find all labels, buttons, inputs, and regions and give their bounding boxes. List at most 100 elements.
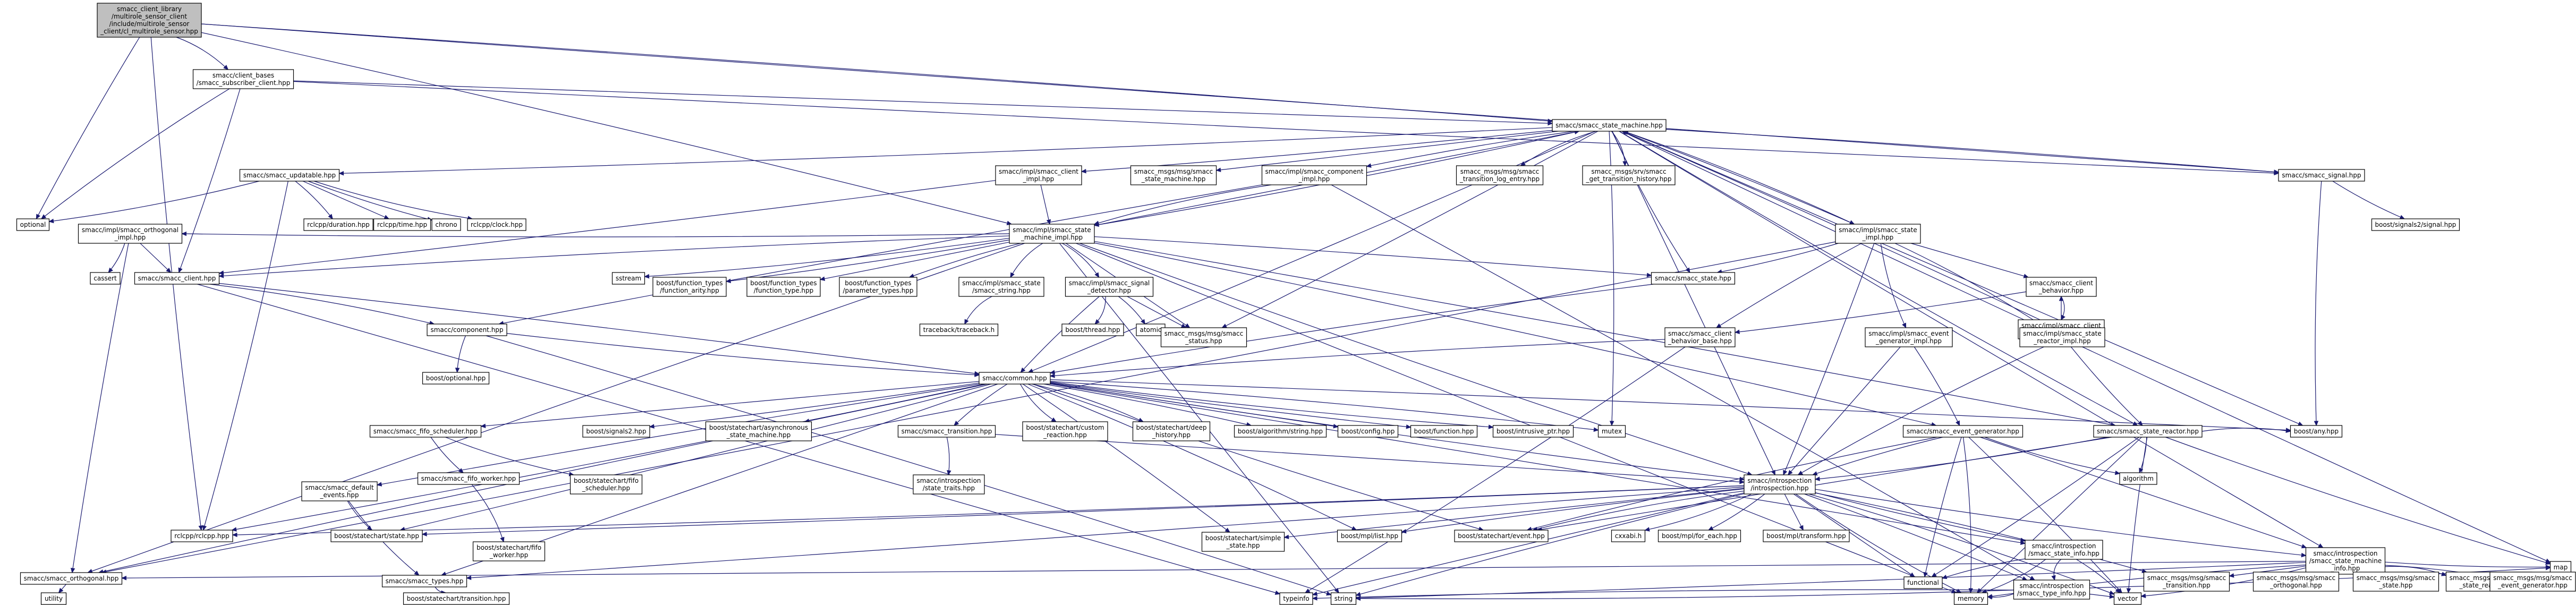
node-label: boost/optional.hpp <box>426 374 486 382</box>
edge-state-machine-to-client-impl <box>1081 130 1553 172</box>
node-boost-function[interactable]: boost/function.hpp <box>1410 425 1478 438</box>
node-event-generator-impl[interactable]: smacc/impl/smacc_event_generator_impl.hp… <box>1865 327 1953 347</box>
node-cassert[interactable]: cassert <box>90 272 121 285</box>
node-client-behavior[interactable]: smacc/smacc_client_behavior.hpp <box>2026 277 2097 297</box>
node-mutex[interactable]: mutex <box>1597 425 1626 438</box>
node-simple-state[interactable]: boost/statechart/simple_state.hpp <box>1201 532 1285 552</box>
node-traceback-ts[interactable]: traceback/traceback.h <box>919 323 999 336</box>
node-deep-history[interactable]: boost/statechart/deep_history.hpp <box>1132 421 1211 441</box>
node-functional[interactable]: functional <box>1903 576 1943 589</box>
node-msg-transition-log[interactable]: smacc_msgs/msg/smacc_transition_log_entr… <box>1456 165 1544 185</box>
node-subscriber-client[interactable]: smacc/client_bases/smacc_subscriber_clie… <box>192 69 294 89</box>
node-smacc-orthogonal[interactable]: smacc/smacc_orthogonal.hpp <box>20 572 123 585</box>
node-state-reactor[interactable]: smacc/smacc_state_reactor.hpp <box>2093 425 2203 438</box>
node-mpl-list[interactable]: boost/mpl/list.hpp <box>1337 530 1402 542</box>
node-msg-state-machine[interactable]: smacc_msgs/msg/smacc_state_machine.hpp <box>1130 165 1217 185</box>
node-statechart-state[interactable]: boost/statechart/state.hpp <box>330 530 423 542</box>
node-smacc-client[interactable]: smacc/smacc_client.hpp <box>134 272 220 285</box>
node-rclcpp-clock[interactable]: rclcpp/clock.hpp <box>467 218 526 231</box>
node-component[interactable]: smacc/component.hpp <box>427 323 507 336</box>
node-root[interactable]: smacc_client_library/multirole_sensor_cl… <box>97 3 202 38</box>
node-updatable[interactable]: smacc/smacc_updatable.hpp <box>239 169 340 182</box>
node-state-reactor-impl[interactable]: smacc/impl/smacc_state_reactor_impl.hpp <box>2019 327 2105 347</box>
node-async-sm[interactable]: boost/statechart/asynchronous_state_mach… <box>705 421 812 441</box>
node-box <box>705 421 812 441</box>
dependency-edges <box>36 23 2551 601</box>
node-statechart-transition[interactable]: boost/statechart/transition.hpp <box>403 592 510 605</box>
edge-subscriber-client-to-state-machine <box>293 80 1553 124</box>
node-boost-optional[interactable]: boost/optional.hpp <box>422 372 490 385</box>
node-algorithm-string[interactable]: boost/algorithm/string.hpp <box>1234 425 1327 438</box>
node-fifo-worker[interactable]: smacc/smacc_fifo_worker.hpp <box>417 472 520 485</box>
node-state-info[interactable]: smacc/introspection/smacc_state_info.hpp <box>2025 540 2103 560</box>
node-bf-parameter-types[interactable]: boost/function_types/parameter_types.hpp <box>839 277 917 297</box>
node-optional[interactable]: optional <box>16 218 50 231</box>
node-mpl-transform[interactable]: boost/mpl/transform.hpp <box>1763 530 1850 542</box>
node-sstream[interactable]: sstream <box>611 272 645 285</box>
node-custom-reaction[interactable]: boost/statechart/custom_reaction.hpp <box>1022 421 1108 441</box>
node-utility[interactable]: utility <box>40 592 67 605</box>
node-boost-thread[interactable]: boost/thread.hpp <box>1061 323 1124 336</box>
node-component-impl[interactable]: smacc/impl/smacc_component_impl.hpp <box>1261 165 1367 185</box>
node-chrono[interactable]: chrono <box>431 218 461 231</box>
node-atomic[interactable]: atomic <box>1136 323 1166 336</box>
node-msg-orthogonal[interactable]: smacc_msgs/msg/smacc_orthogonal.hpp <box>2252 572 2340 592</box>
node-memory[interactable]: memory <box>1953 592 1988 605</box>
node-fifo-scheduler[interactable]: smacc/smacc_fifo_scheduler.hpp <box>369 425 482 438</box>
node-impl-orthogonal[interactable]: smacc/impl/smacc_orthogonal_impl.hpp <box>78 224 183 244</box>
node-msg-transition[interactable]: smacc_msgs/msg/smacc_transition.hpp <box>2143 572 2230 592</box>
node-msg-event-generator[interactable]: smacc_msgs/msg/smacc_event_generator.hpp <box>2489 572 2576 592</box>
node-state-impl[interactable]: smacc/impl/smacc_state_impl.hpp <box>1835 224 1921 244</box>
node-box <box>2026 277 2097 297</box>
node-sm-impl[interactable]: smacc/impl/smacc_state_machine_impl.hpp <box>1009 224 1095 244</box>
node-default-events[interactable]: smacc/smacc_default_events.hpp <box>301 481 378 501</box>
edge-event-generator-to-algorithm <box>1984 437 2120 474</box>
node-box <box>1865 327 1953 347</box>
node-string-impl[interactable]: smacc/impl/smacc_state/smacc_string.hpp <box>958 277 1044 297</box>
node-client-behavior-base[interactable]: smacc/smacc_client_behavior_base.hpp <box>1664 327 1736 347</box>
node-smacc-state[interactable]: smacc/smacc_state.hpp <box>1651 272 1736 285</box>
node-vector[interactable]: vector <box>2113 592 2142 605</box>
node-string[interactable]: string <box>1330 592 1357 605</box>
node-boost-signals2[interactable]: boost/signals2.hpp <box>582 425 650 438</box>
node-statechart-event[interactable]: boost/statechart/event.hpp <box>1454 530 1549 542</box>
node-boost-config[interactable]: boost/config.hpp <box>1337 425 1399 438</box>
node-statechart-fifo-worker[interactable]: boost/statechart/fifo_worker.hpp <box>472 541 546 561</box>
node-event-generator[interactable]: smacc/smacc_event_generator.hpp <box>1902 425 2024 438</box>
node-msg-state[interactable]: smacc_msgs/msg/smacc_state.hpp <box>2352 572 2439 592</box>
node-client-impl[interactable]: smacc/impl/smacc_client_impl.hpp <box>995 165 1082 185</box>
node-common[interactable]: smacc/common.hpp <box>979 372 1051 385</box>
node-intrusive-ptr[interactable]: boost/intrusive_ptr.hpp <box>1492 425 1574 438</box>
node-statechart-fifo-scheduler[interactable]: boost/statechart/fifo_scheduler.hpp <box>569 474 643 495</box>
node-rclcpp-duration[interactable]: rclcpp/duration.hpp <box>303 218 373 231</box>
edge-state-reactor-to-vector <box>2128 437 2148 593</box>
node-typeinfo[interactable]: typeinfo <box>1279 592 1313 605</box>
node-algorithm[interactable]: algorithm <box>2119 472 2157 485</box>
node-map[interactable]: map <box>2549 561 2572 574</box>
node-state-machine[interactable]: smacc/smacc_state_machine.hpp <box>1552 119 1667 132</box>
node-bf-function-type[interactable]: boost/function_types/function_type.hpp <box>746 277 821 297</box>
node-boost-any[interactable]: boost/any.hpp <box>2290 425 2343 438</box>
node-rclcpp[interactable]: rclcpp/rclcpp.hpp <box>171 530 233 542</box>
node-rclcpp-time[interactable]: rclcpp/time.hpp <box>373 218 431 231</box>
node-msg-status[interactable]: smacc_msgs/msg/smacc_status.hpp <box>1160 327 1247 347</box>
node-introspection[interactable]: smacc/introspection/introspection.hpp <box>1744 474 1816 495</box>
node-cxxabi[interactable]: cxxabi.h <box>1611 530 1646 542</box>
node-mpl-for-each[interactable]: boost/mpl/for_each.hpp <box>1657 530 1741 542</box>
node-boost-signals-signal[interactable]: boost/signals2/signal.hpp <box>2371 218 2460 231</box>
node-signal-detector[interactable]: smacc/impl/smacc_signal_detector.hpp <box>1065 277 1154 297</box>
edge-component-impl-to-type-info <box>1331 184 2035 581</box>
node-box <box>569 474 643 495</box>
node-srv-transition-history[interactable]: smacc_msgs/srv/smacc_get_transition_hist… <box>1582 165 1676 185</box>
node-smacc-transition[interactable]: smacc/smacc_transition.hpp <box>897 425 996 438</box>
node-smacc-types[interactable]: smacc/smacc_types.hpp <box>381 575 467 587</box>
node-bf-function-arity[interactable]: boost/function_types/function_arity.hpp <box>652 277 727 297</box>
node-type-info[interactable]: smacc/introspection/smacc_type_info.hpp <box>2013 580 2090 600</box>
node-label: cxxabi.h <box>1615 532 1642 540</box>
node-signal[interactable]: smacc/smacc_signal.hpp <box>2278 169 2365 182</box>
edge-updatable-to-optional <box>49 181 260 222</box>
arrowhead <box>466 575 472 581</box>
node-sm-info[interactable]: smacc/introspection/smacc_state_machine_… <box>2305 547 2386 575</box>
node-state-stats[interactable]: smacc/introspection/state_traits.hpp <box>913 474 985 495</box>
edge-client-behavior-base-to-typeinfo <box>1305 346 1686 593</box>
